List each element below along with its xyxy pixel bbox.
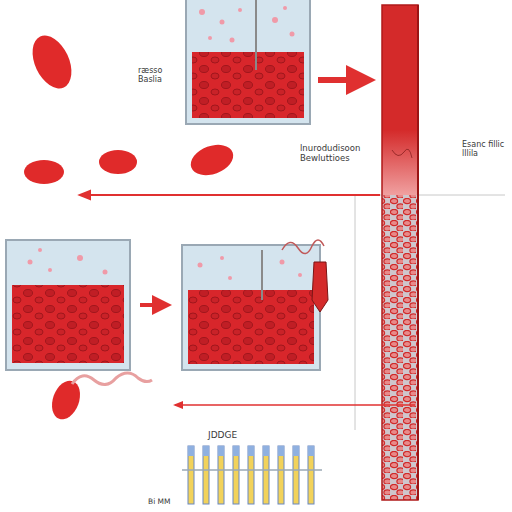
test-tube (308, 446, 314, 504)
label-text: lnurodudisoon Bewluttioes (300, 144, 378, 164)
tube-cap (293, 446, 299, 456)
label-text: ræsso Baslia (138, 66, 188, 84)
tube-cap (278, 446, 284, 456)
label-text: Esanc fillic lllila (462, 140, 506, 158)
tube-cap (188, 446, 194, 456)
test-tube (233, 446, 239, 504)
test-tube (278, 446, 284, 504)
test-tube (203, 446, 209, 504)
tube-cap (248, 446, 254, 456)
test-tube (218, 446, 224, 504)
test-tube (293, 446, 299, 504)
tube-cap (203, 446, 209, 456)
test-tube (263, 446, 269, 504)
test-tube (188, 446, 194, 504)
tube-cap (263, 446, 269, 456)
tube-cap (233, 446, 239, 456)
label-text: JDDGE (208, 430, 268, 440)
tube-cap (308, 446, 314, 456)
label-text: Bi MM (148, 498, 208, 507)
tube-cap (218, 446, 224, 456)
test-tube (248, 446, 254, 504)
